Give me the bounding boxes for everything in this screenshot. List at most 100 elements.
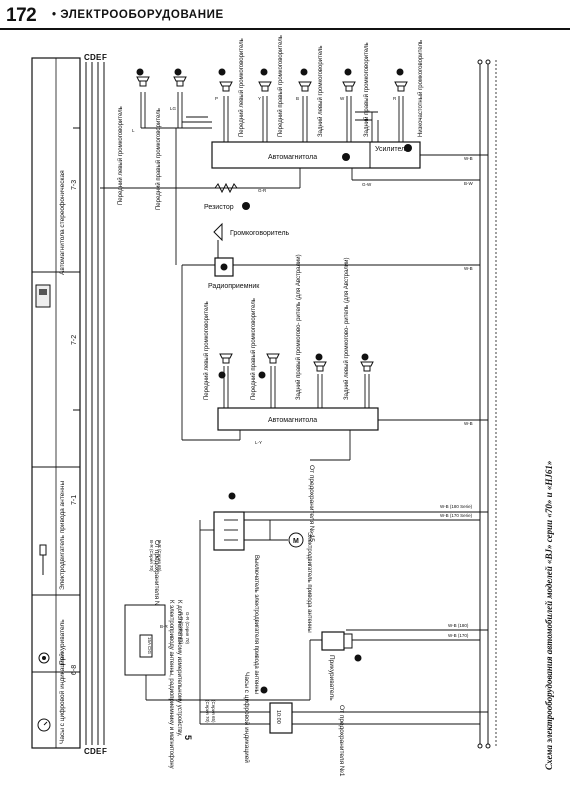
antenna-section: M Выключатель электродвигателя привода а… — [153, 492, 488, 694]
svg-text:G-R (Серия 70): G-R (Серия 70) — [185, 612, 190, 644]
svg-text:W-B (170 Serie): W-B (170 Serie) — [440, 513, 473, 518]
fuse15-label: От предохранителя № 15 — [308, 465, 315, 542]
grid-letter: D — [90, 747, 96, 756]
legend-antenna-motor: Электродвигатель привода антенны — [39, 481, 66, 590]
resistor: Резистор — [204, 182, 252, 211]
svg-text:W-B: W-B — [464, 421, 473, 426]
legend-frame — [31, 57, 81, 749]
loudspeaker: Громкоговоритель — [213, 222, 290, 258]
section-label: 6-8 — [71, 665, 78, 675]
component-label: Задний правый громкоговоритель — [363, 42, 370, 137]
svg-text:W-B (170): W-B (170) — [448, 633, 469, 638]
svg-text:G-W: G-W — [362, 182, 372, 187]
grid-letter: C — [84, 747, 90, 756]
clock-label: Часы с цифровой индикацией — [243, 672, 251, 763]
page-title: • ЭЛЕКТРООБОРУДОВАНИЕ — [52, 9, 224, 21]
grid-letter: C — [84, 53, 90, 62]
bus-lines-right — [477, 59, 497, 749]
svg-text:P: P — [215, 96, 218, 101]
section-label: 7-2 — [71, 335, 78, 345]
speaker-icon — [219, 81, 233, 92]
svg-text:B-W: B-W — [464, 181, 474, 186]
svg-text:W-B (180 Serie): W-B (180 Serie) — [440, 504, 473, 509]
speaker-icon — [258, 81, 272, 92]
component-label: Задний правый громкогово- ритель (для Ав… — [295, 254, 302, 400]
mid-head-unit: Автомагнитола Передний левый громкоговор… — [181, 254, 488, 542]
fuse-box-label: 15A CIG — [147, 637, 152, 655]
legend-car-stereo: Автомагнитола стереофоническая — [35, 170, 66, 308]
svg-text:W-B: W-B — [464, 156, 473, 161]
radio: Радиоприемник — [208, 257, 260, 290]
svg-text:W: W — [340, 96, 345, 101]
loudspeaker-label: Громкоговоритель — [230, 230, 290, 237]
grid-letter: E — [96, 747, 102, 756]
component-label: Передний левый громкоговоритель — [117, 106, 124, 205]
legend-label: Прикуриватель — [59, 619, 66, 665]
section-label: 7-3 — [71, 180, 78, 190]
component-label: Низкочастотный громкоговоритель — [417, 40, 424, 137]
head-unit-label: Автомагнитола — [268, 154, 317, 161]
svg-text:B: B — [296, 96, 299, 101]
resistor-label: Резистор — [204, 204, 234, 211]
svg-text:Y: Y — [258, 96, 261, 101]
speaker-icon — [136, 76, 150, 87]
legend-label: Автомагнитола стереофоническая — [59, 170, 66, 275]
section-label: 7-1 — [71, 495, 78, 505]
grid-letter: D — [90, 53, 96, 62]
lighter-label: Прикуриватель — [328, 655, 335, 701]
grid-letter: F — [102, 747, 107, 756]
page-number: 172 — [6, 5, 37, 26]
fuse3-label: От предохранителя № 3 — [153, 540, 160, 614]
antenna-motor-label: Электродвигатель привода антенны — [306, 532, 312, 633]
radio-label: Радиоприемник — [208, 283, 260, 290]
amplifier-label: Усилитель — [375, 146, 409, 153]
page-header: 172 • ЭЛЕКТРООБОРУДОВАНИЕ — [0, 0, 570, 30]
fuse1-label: От предохранителя №1 — [338, 705, 345, 777]
component-label: Передний правый громкоговоритель — [277, 35, 284, 137]
svg-text:LG: LG — [170, 106, 177, 111]
svg-text:W-B (180): W-B (180) — [448, 623, 469, 628]
svg-text:M: M — [293, 538, 299, 545]
to-devices-label: К электроприводу антенны, радиоприемнику… — [168, 600, 174, 769]
svg-text:L: L — [132, 128, 135, 133]
header-rule — [0, 28, 570, 30]
legend-lighter: Прикуриватель — [38, 619, 66, 665]
wire-codes: W-B B-W W-B W-B G-R G-W L-Y L LG P Y B W… — [132, 96, 474, 723]
speaker-icon — [298, 81, 312, 92]
to-devices-label: К дополнительному измерительному устройс… — [176, 600, 183, 737]
component-label: Передний левый громкоговоритель — [203, 301, 210, 400]
component-label: Передний правый громкоговоритель — [155, 108, 162, 210]
svg-text:B-R (Серия 70): B-R (Серия 70) — [149, 540, 154, 572]
antenna-switch-label: Выключатель электродвигателя привода ант… — [253, 555, 259, 694]
section-ruler: 7-3 7-2 7-1 6-8 — [71, 58, 81, 748]
speaker-icon — [394, 81, 408, 92]
grid-letter: E — [96, 53, 102, 62]
grid-letters: C D E F C D E F — [84, 53, 107, 756]
svg-text:G-R: G-R — [258, 188, 267, 193]
svg-text:(Серия 65): (Серия 65) — [211, 700, 216, 723]
legend-clock: Часы с цифровой индикацией — [37, 653, 66, 744]
svg-text:B-R (Серия 65): B-R (Серия 65) — [157, 540, 162, 572]
clock-display: 10:00 — [275, 710, 281, 724]
svg-text:G-R (Серия 65): G-R (Серия 65) — [179, 612, 184, 644]
top-speakers: Передний левый громкоговоритель Передний… — [117, 35, 424, 210]
lighter-section: 15A CIG Прикуриватель К дополнительному … — [124, 600, 488, 769]
svg-text:R: R — [393, 96, 397, 101]
component-label: Задний левый громкоговоритель — [317, 45, 324, 137]
figure-caption: Схема электрооборудования автомобилей мо… — [544, 461, 554, 770]
grid-letter: F — [102, 53, 107, 62]
svg-text:W-B: W-B — [464, 266, 473, 271]
svg-text:L-Y: L-Y — [255, 440, 262, 445]
svg-text:B-R: B-R — [160, 624, 169, 629]
svg-text:(Серия 70): (Серия 70) — [205, 700, 210, 723]
legend-label: Электродвигатель привода антенны — [59, 481, 66, 590]
bus-lines-left — [85, 62, 105, 745]
component-label: Передний левый громкоговоритель — [238, 38, 245, 137]
component-label: Задний левый громкогово- ритель (для Авс… — [343, 258, 350, 401]
component-label: Передний правый громкоговоритель — [250, 298, 257, 400]
head-unit-label: Автомагнитола — [268, 417, 317, 424]
legend-label: Часы с цифровой индикацией — [58, 653, 66, 744]
amplifier-block: Автомагнитола Усилитель — [211, 141, 421, 169]
connector-label: 5 — [183, 735, 193, 740]
